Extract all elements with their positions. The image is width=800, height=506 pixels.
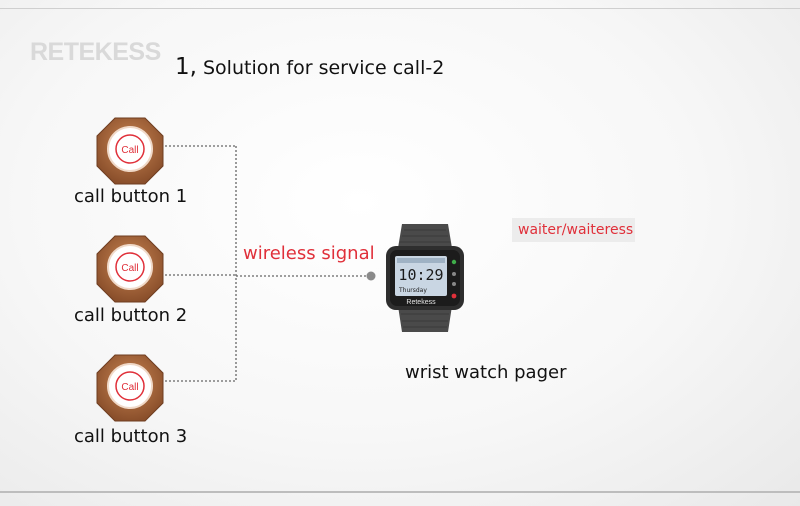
call-button-2-cap-text: Call [121,263,138,274]
pager-time: 10:29 [398,266,443,284]
brand-logo: RETEKESS [30,38,161,66]
top-divider [0,8,800,9]
pager-brand: Retekess [406,299,436,306]
wireless-signal-label: wireless signal [243,243,375,264]
call-button-1-icon: Call [96,117,164,185]
title-text: Solution for service call-2 [196,57,445,79]
call-button-2-icon: Call [96,235,164,303]
page-title: 1, Solution for service call-2 [175,54,444,80]
signal-endpoint-dot [366,271,376,281]
call-button-1-cap-text: Call [121,145,138,156]
wrist-watch-pager-icon: 10:29 Thursday Retekess [386,224,464,332]
call-button-2-label: call button 2 [74,305,188,326]
wrist-watch-pager-label: wrist watch pager [405,362,567,383]
pager-day: Thursday [398,287,427,294]
title-number: 1, [175,54,197,80]
waiter-label: waiter/waiteress [512,218,635,242]
call-button-3-label: call button 3 [74,426,188,447]
call-button-1-label: call button 1 [74,186,188,207]
call-button-3-icon: Call [96,354,164,422]
call-button-3-cap-text: Call [121,382,138,393]
bottom-divider [0,491,800,493]
